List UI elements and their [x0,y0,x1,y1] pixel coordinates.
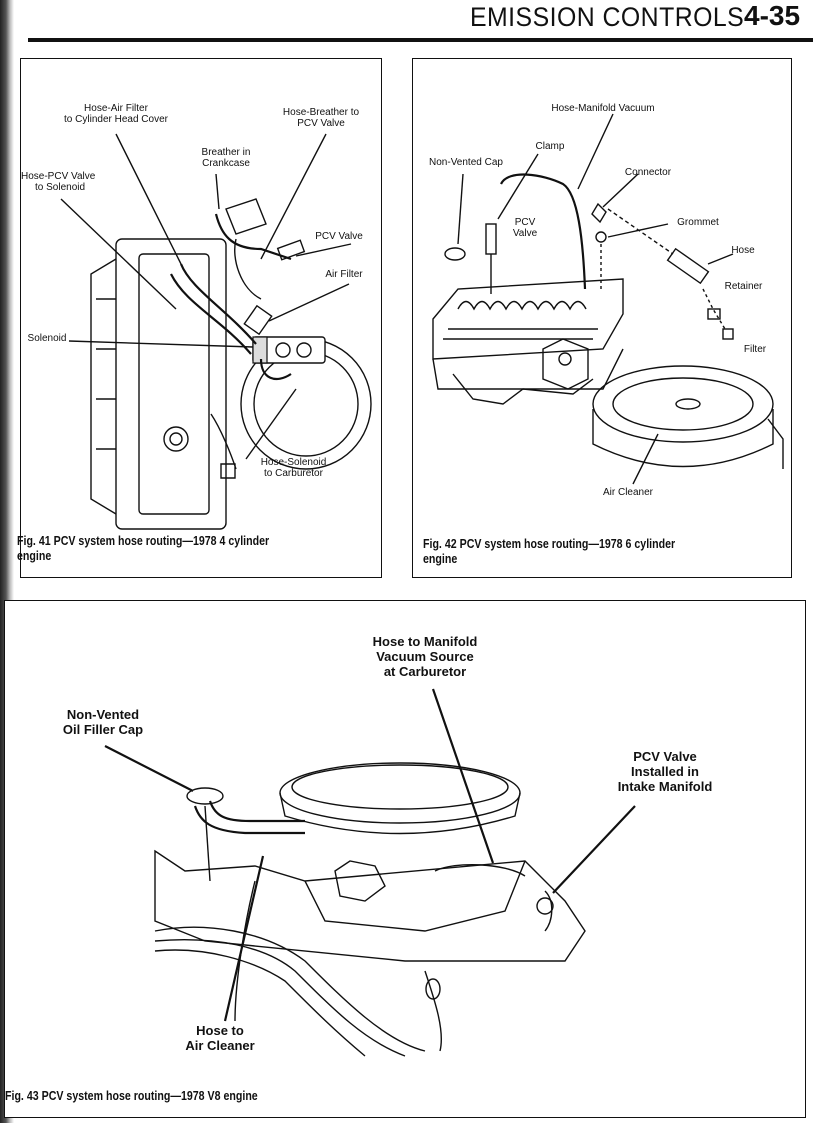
label-non-vented-cap: Non-Vented Cap [429,157,503,168]
figure-42-panel: Hose-Manifold Vacuum Clamp Non-Vented Ca… [412,58,792,578]
label-hose-pcv-valve: Hose-PCV Valve to Solenoid [21,171,99,193]
label-filter: Filter [743,344,767,355]
label-text: Hose-Air Filter [84,103,148,114]
figure-41-panel: Hose-Air Filter to Cylinder Head Cover H… [17,58,382,578]
label-hose-solenoid: Hose-Solenoid to Carburetor [246,457,341,479]
caption-line: engine [17,549,52,563]
label-text: Hose to [196,1023,244,1038]
label-text: Hose to Manifold [372,634,478,649]
label-text: Intake Manifold [617,779,713,794]
label-text: Non-Vented [66,707,140,722]
label-text: Air Cleaner [185,1038,255,1053]
label-text: to Cylinder Head Cover [64,114,168,125]
label-hose-to-air-cleaner: Hose to Air Cleaner [165,1023,275,1053]
label-text: Breather in [201,147,251,158]
caption-line: Fig. 41 PCV system hose routing—1978 4 c… [17,534,270,548]
label-text: PCV Valve [297,118,345,129]
label-hose-breather: Hose-Breather to PCV Valve [266,107,376,129]
figure-43-illustration [104,688,636,1057]
label-text: Installed in [631,764,699,779]
label-text: at Carburetor [383,664,467,679]
figure-41-caption: Fig. 41 PCV system hose routing—1978 4 c… [17,534,269,564]
label-hose-manifold-vacuum: Hose-Manifold Vacuum [551,103,655,114]
label-hose-to-manifold: Hose to Manifold Vacuum Source at Carbur… [335,634,515,679]
label-text: Hose-Breather to [282,107,360,118]
header-rule [28,38,813,42]
label-pcv-valve: PCV Valve [315,231,363,242]
label-hose: Hose [731,245,755,256]
page-number: 4-35 [744,0,801,31]
label-air-cleaner: Air Cleaner [602,487,654,498]
figure-43-caption: Fig. 43 PCV system hose routing—1978 V8 … [5,1089,258,1103]
label-text: PCV Valve [633,749,697,764]
label-text: Valve [512,228,538,239]
label-grommet: Grommet [677,217,719,228]
figure-43-panel: Hose to Manifold Vacuum Source at Carbur… [4,600,806,1118]
label-hose-air-filter: Hose-Air Filter to Cylinder Head Cover [56,103,176,125]
figure-41-illustration [60,133,372,530]
label-pcv-valve-installed: PCV Valve Installed in Intake Manifold [605,749,725,794]
label-text: Hose-Solenoid [260,457,327,468]
caption-line: engine [423,552,458,566]
label-text: PCV [514,217,536,228]
label-text: to Solenoid [35,182,86,193]
label-air-filter: Air Filter [325,269,363,280]
label-pcv-valve: PCV Valve [505,217,545,239]
label-non-vented-oil-filler-cap: Non-Vented Oil Filler Cap [43,707,163,737]
caption-line: Fig. 42 PCV system hose routing—1978 6 c… [423,537,676,551]
label-breather: Breather in Crankcase [181,147,271,169]
label-connector: Connector [624,167,672,178]
section-title: EMISSION CONTROLS [470,2,745,32]
label-text: Vacuum Source [376,649,474,664]
label-solenoid: Solenoid [27,333,67,344]
figure-42-illustration [432,113,784,485]
label-text: Oil Filler Cap [62,722,144,737]
label-clamp: Clamp [535,141,565,152]
label-text: Crankcase [202,158,250,169]
label-text: to Carburetor [264,468,323,479]
label-retainer: Retainer [724,281,763,292]
figure-42-caption: Fig. 42 PCV system hose routing—1978 6 c… [423,537,675,567]
label-text: Hose-PCV Valve [21,171,96,182]
